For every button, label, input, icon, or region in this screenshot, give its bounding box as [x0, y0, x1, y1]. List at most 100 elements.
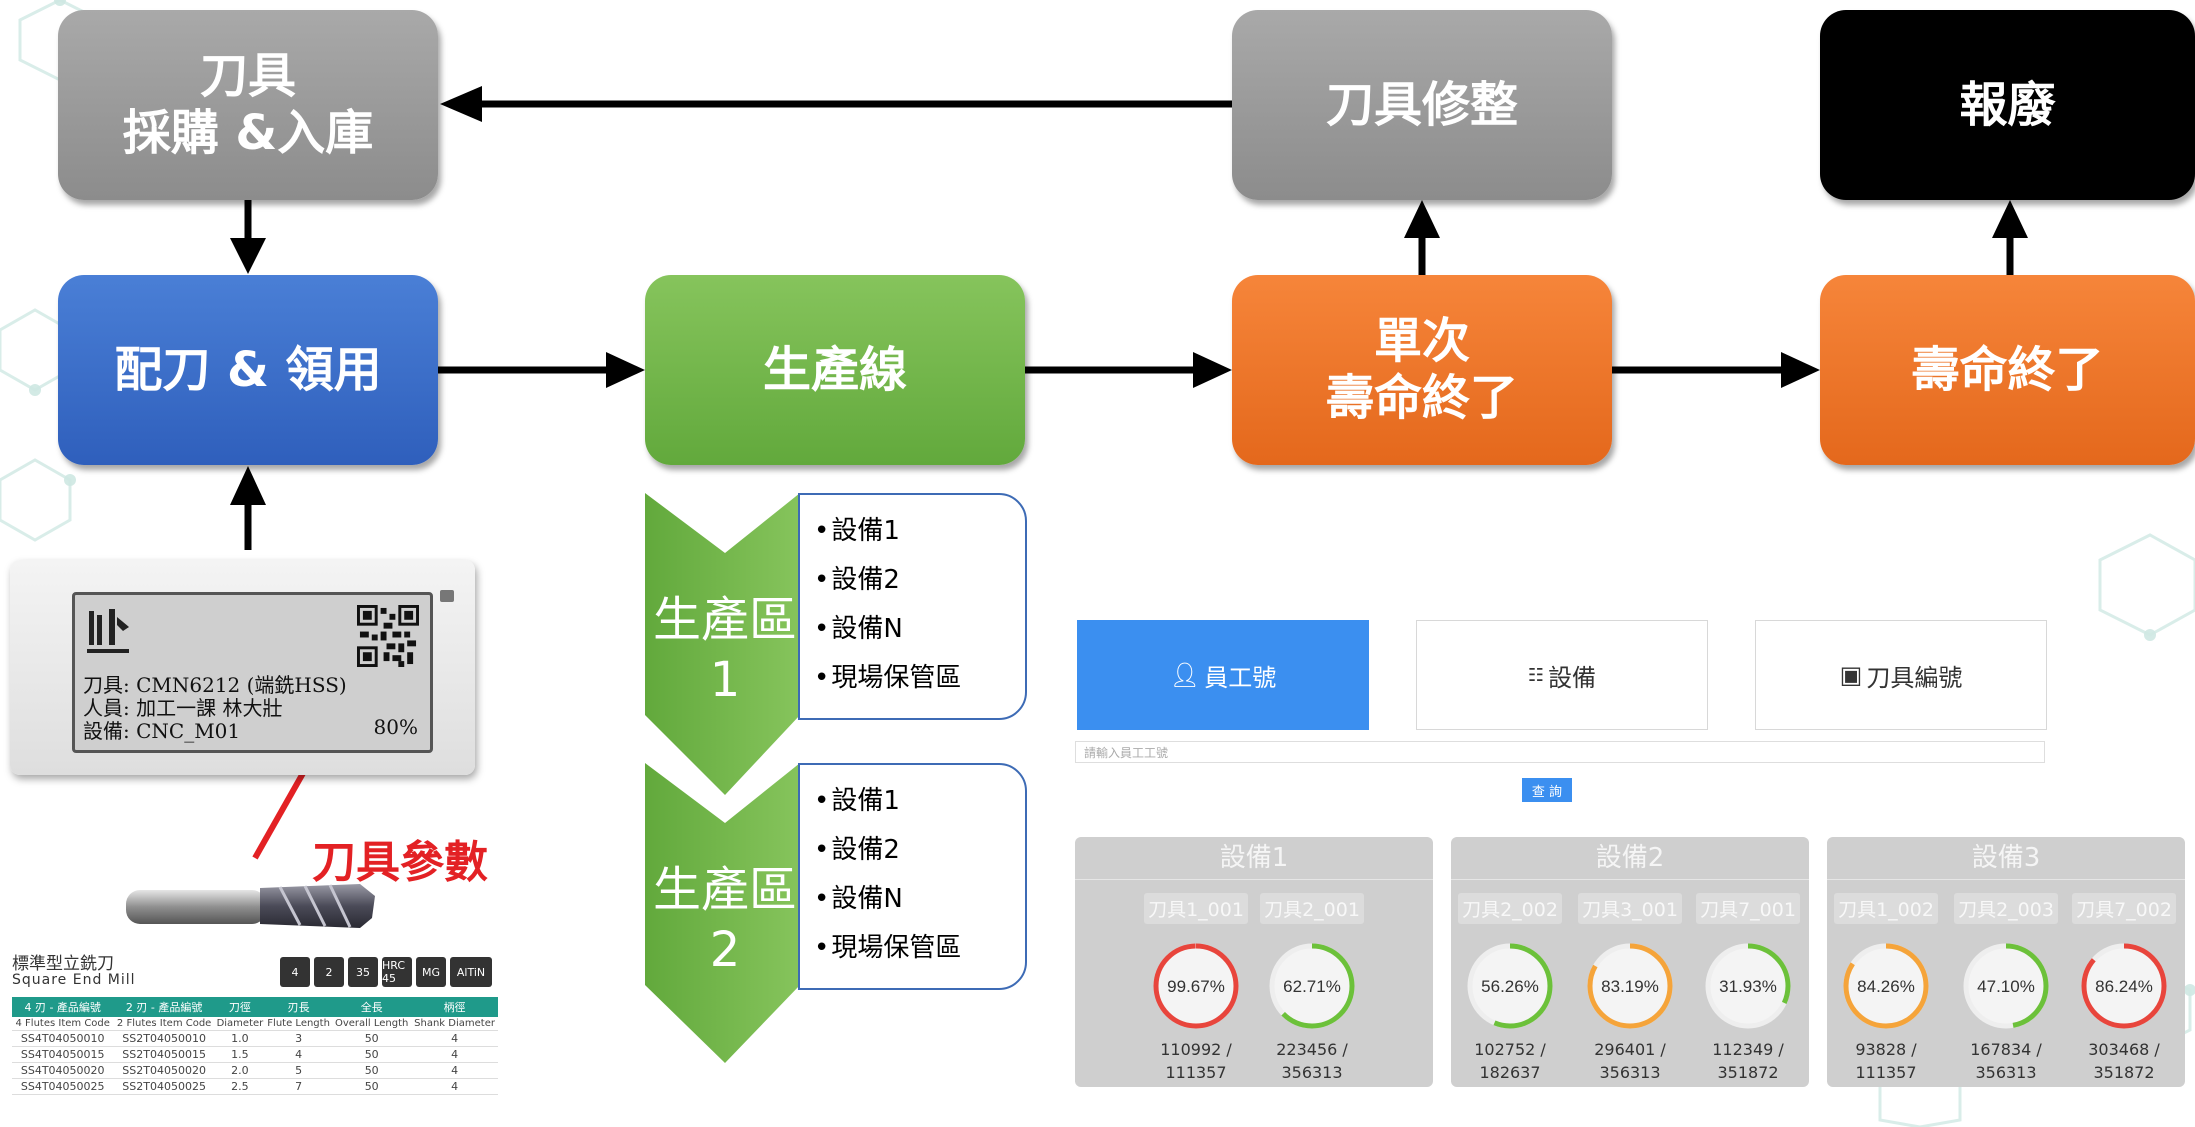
tool-id: 刀具3_001	[1578, 893, 1682, 924]
zone2-item: 設備1	[814, 777, 1025, 826]
qr-code-icon	[357, 605, 419, 667]
usage-percent: 86.24%	[2095, 977, 2153, 996]
dispatch-label: 配刀 & 領用	[114, 341, 382, 398]
table-cell: 1.0	[214, 1030, 265, 1047]
zone2-item: 設備N	[814, 875, 1025, 924]
dispatch-box: 配刀 & 領用	[58, 275, 438, 465]
tab-employee-id[interactable]: 👤︎ 員工號	[1077, 620, 1369, 730]
table-cell: SS4T04050020	[12, 1062, 114, 1079]
catalog-subheader: Shank Diameter	[411, 1017, 498, 1031]
usage-percent: 83.19%	[1601, 977, 1659, 996]
table-cell: 5	[264, 1062, 333, 1079]
table-cell: SS2T04050025	[113, 1078, 215, 1095]
usage-arc	[1705, 943, 1791, 1029]
zone1-item: 現場保管區	[814, 654, 1025, 703]
zone2-chevron	[645, 763, 800, 1063]
catalog-header: 2 刃 - 產品編號	[113, 997, 215, 1017]
flute-2-badge-icon: 2	[314, 957, 344, 987]
catalog-header: 全長	[332, 997, 412, 1017]
zone1-item: 設備1	[814, 507, 1025, 556]
hrc-45-badge-icon: HRC 45	[382, 957, 412, 987]
equipment-name: 設備2	[1451, 837, 1809, 880]
zone2-list: 設備1 設備2 設備N 現場保管區	[798, 763, 1027, 990]
table-cell: SS2T04050015	[113, 1046, 215, 1063]
usage-used: 223456 /	[1276, 1040, 1348, 1059]
usage-used: 167834 /	[1970, 1040, 2042, 1059]
tool-id: 刀具1_001	[1144, 893, 1248, 924]
table-cell: 4	[411, 1078, 498, 1095]
altin-badge-icon: AlTiN	[450, 957, 492, 987]
tool-parameter-label: 刀具參數	[312, 837, 488, 888]
tool-icon: ▣	[1839, 661, 1863, 689]
table-cell: 50	[332, 1078, 412, 1095]
usage-total: 356313	[1975, 1063, 2037, 1083]
tool-usage: 167834 / 356313	[1953, 1038, 2059, 1084]
production-line-label: 生產線	[762, 341, 907, 398]
electronic-shelf-tag: 刀具: CMN6212 (端銑HSS) 人員: 加工一課 林大壯 設備: CNC…	[10, 560, 475, 775]
person-icon: 👤︎	[1169, 661, 1201, 689]
tab-employee-id-label: 員工號	[1204, 663, 1277, 692]
life-end-box: 壽命終了	[1820, 275, 2195, 465]
zone1-item: 設備N	[814, 605, 1025, 654]
table-cell: SS4T04050015	[12, 1046, 114, 1063]
catalog-table: 4 刃 - 產品編號 2 刃 - 產品編號 刀徑 刃長 全長 柄徑 4 Flut…	[12, 997, 498, 1095]
equipment-name: 設備3	[1827, 837, 2185, 880]
employee-id-input[interactable]: 請輸入員工工號	[1075, 741, 2045, 763]
usage-ring: 62.71%	[1269, 943, 1355, 1029]
usage-arc	[1269, 943, 1355, 1029]
life-end-label: 壽命終了	[1911, 341, 2104, 398]
tool-id: 刀具2_003	[1954, 893, 2058, 924]
catalog-title: 標準型立銑刀	[12, 954, 114, 974]
tool-id: 刀具1_002	[1834, 893, 1938, 924]
tool-catalog: 標準型立銑刀 Square End Mill 4 2 35 HRC 45 MG …	[8, 945, 498, 1127]
usage-arc	[1843, 943, 1929, 1029]
tag-tool: 刀具: CMN6212 (端銑HSS)	[83, 673, 347, 697]
tag-screen: 刀具: CMN6212 (端銑HSS) 人員: 加工一課 林大壯 設備: CNC…	[72, 592, 433, 753]
table-cell: 4	[411, 1062, 498, 1079]
tab-tool-id[interactable]: ▣ 刀具編號	[1755, 620, 2047, 730]
catalog-subheader: Flute Length	[264, 1017, 333, 1031]
usage-ring: 31.93%	[1705, 943, 1791, 1029]
table-cell: SS2T04050010	[113, 1030, 215, 1047]
usage-percent: 56.26%	[1481, 977, 1539, 996]
usage-percent: 47.10%	[1977, 977, 2035, 996]
zone1-item: 設備2	[814, 556, 1025, 605]
table-cell: SS4T04050025	[12, 1078, 114, 1095]
catalog-badges: 4 2 35 HRC 45 MG AlTiN	[280, 957, 492, 987]
zone2-item: 設備2	[814, 826, 1025, 875]
tag-person: 人員: 加工一課 林大壯	[83, 696, 283, 720]
usage-used: 102752 /	[1474, 1040, 1546, 1059]
usage-used: 112349 /	[1712, 1040, 1784, 1059]
catalog-subtitle: Square End Mill	[12, 972, 136, 988]
single-life-end-box: 單次 壽命終了	[1232, 275, 1612, 465]
usage-total: 111357	[1165, 1063, 1227, 1083]
usage-ring: 56.26%	[1467, 943, 1553, 1029]
usage-used: 93828 /	[1855, 1040, 1917, 1059]
catalog-header: 刀徑	[214, 997, 265, 1017]
query-button[interactable]: 查 詢	[1522, 778, 1572, 802]
table-cell: 4	[411, 1030, 498, 1047]
tool-id: 刀具7_001	[1696, 893, 1800, 924]
equipment-name: 設備1	[1075, 837, 1433, 880]
usage-total: 111357	[1855, 1063, 1917, 1083]
tab-equipment[interactable]: ☷ 設備	[1416, 620, 1708, 730]
usage-arc	[2081, 943, 2167, 1029]
tag-equipment: 設備: CNC_M01	[83, 719, 241, 743]
usage-used: 296401 /	[1594, 1040, 1666, 1059]
tool-gauge: 刀具2_003 47.10% 167834 / 356313	[1953, 893, 2059, 1084]
repair-label: 刀具修整	[1325, 76, 1518, 133]
usage-total: 356313	[1281, 1063, 1343, 1083]
zone2-label: 生產區 2	[652, 862, 797, 978]
company-logo-icon	[87, 609, 129, 653]
